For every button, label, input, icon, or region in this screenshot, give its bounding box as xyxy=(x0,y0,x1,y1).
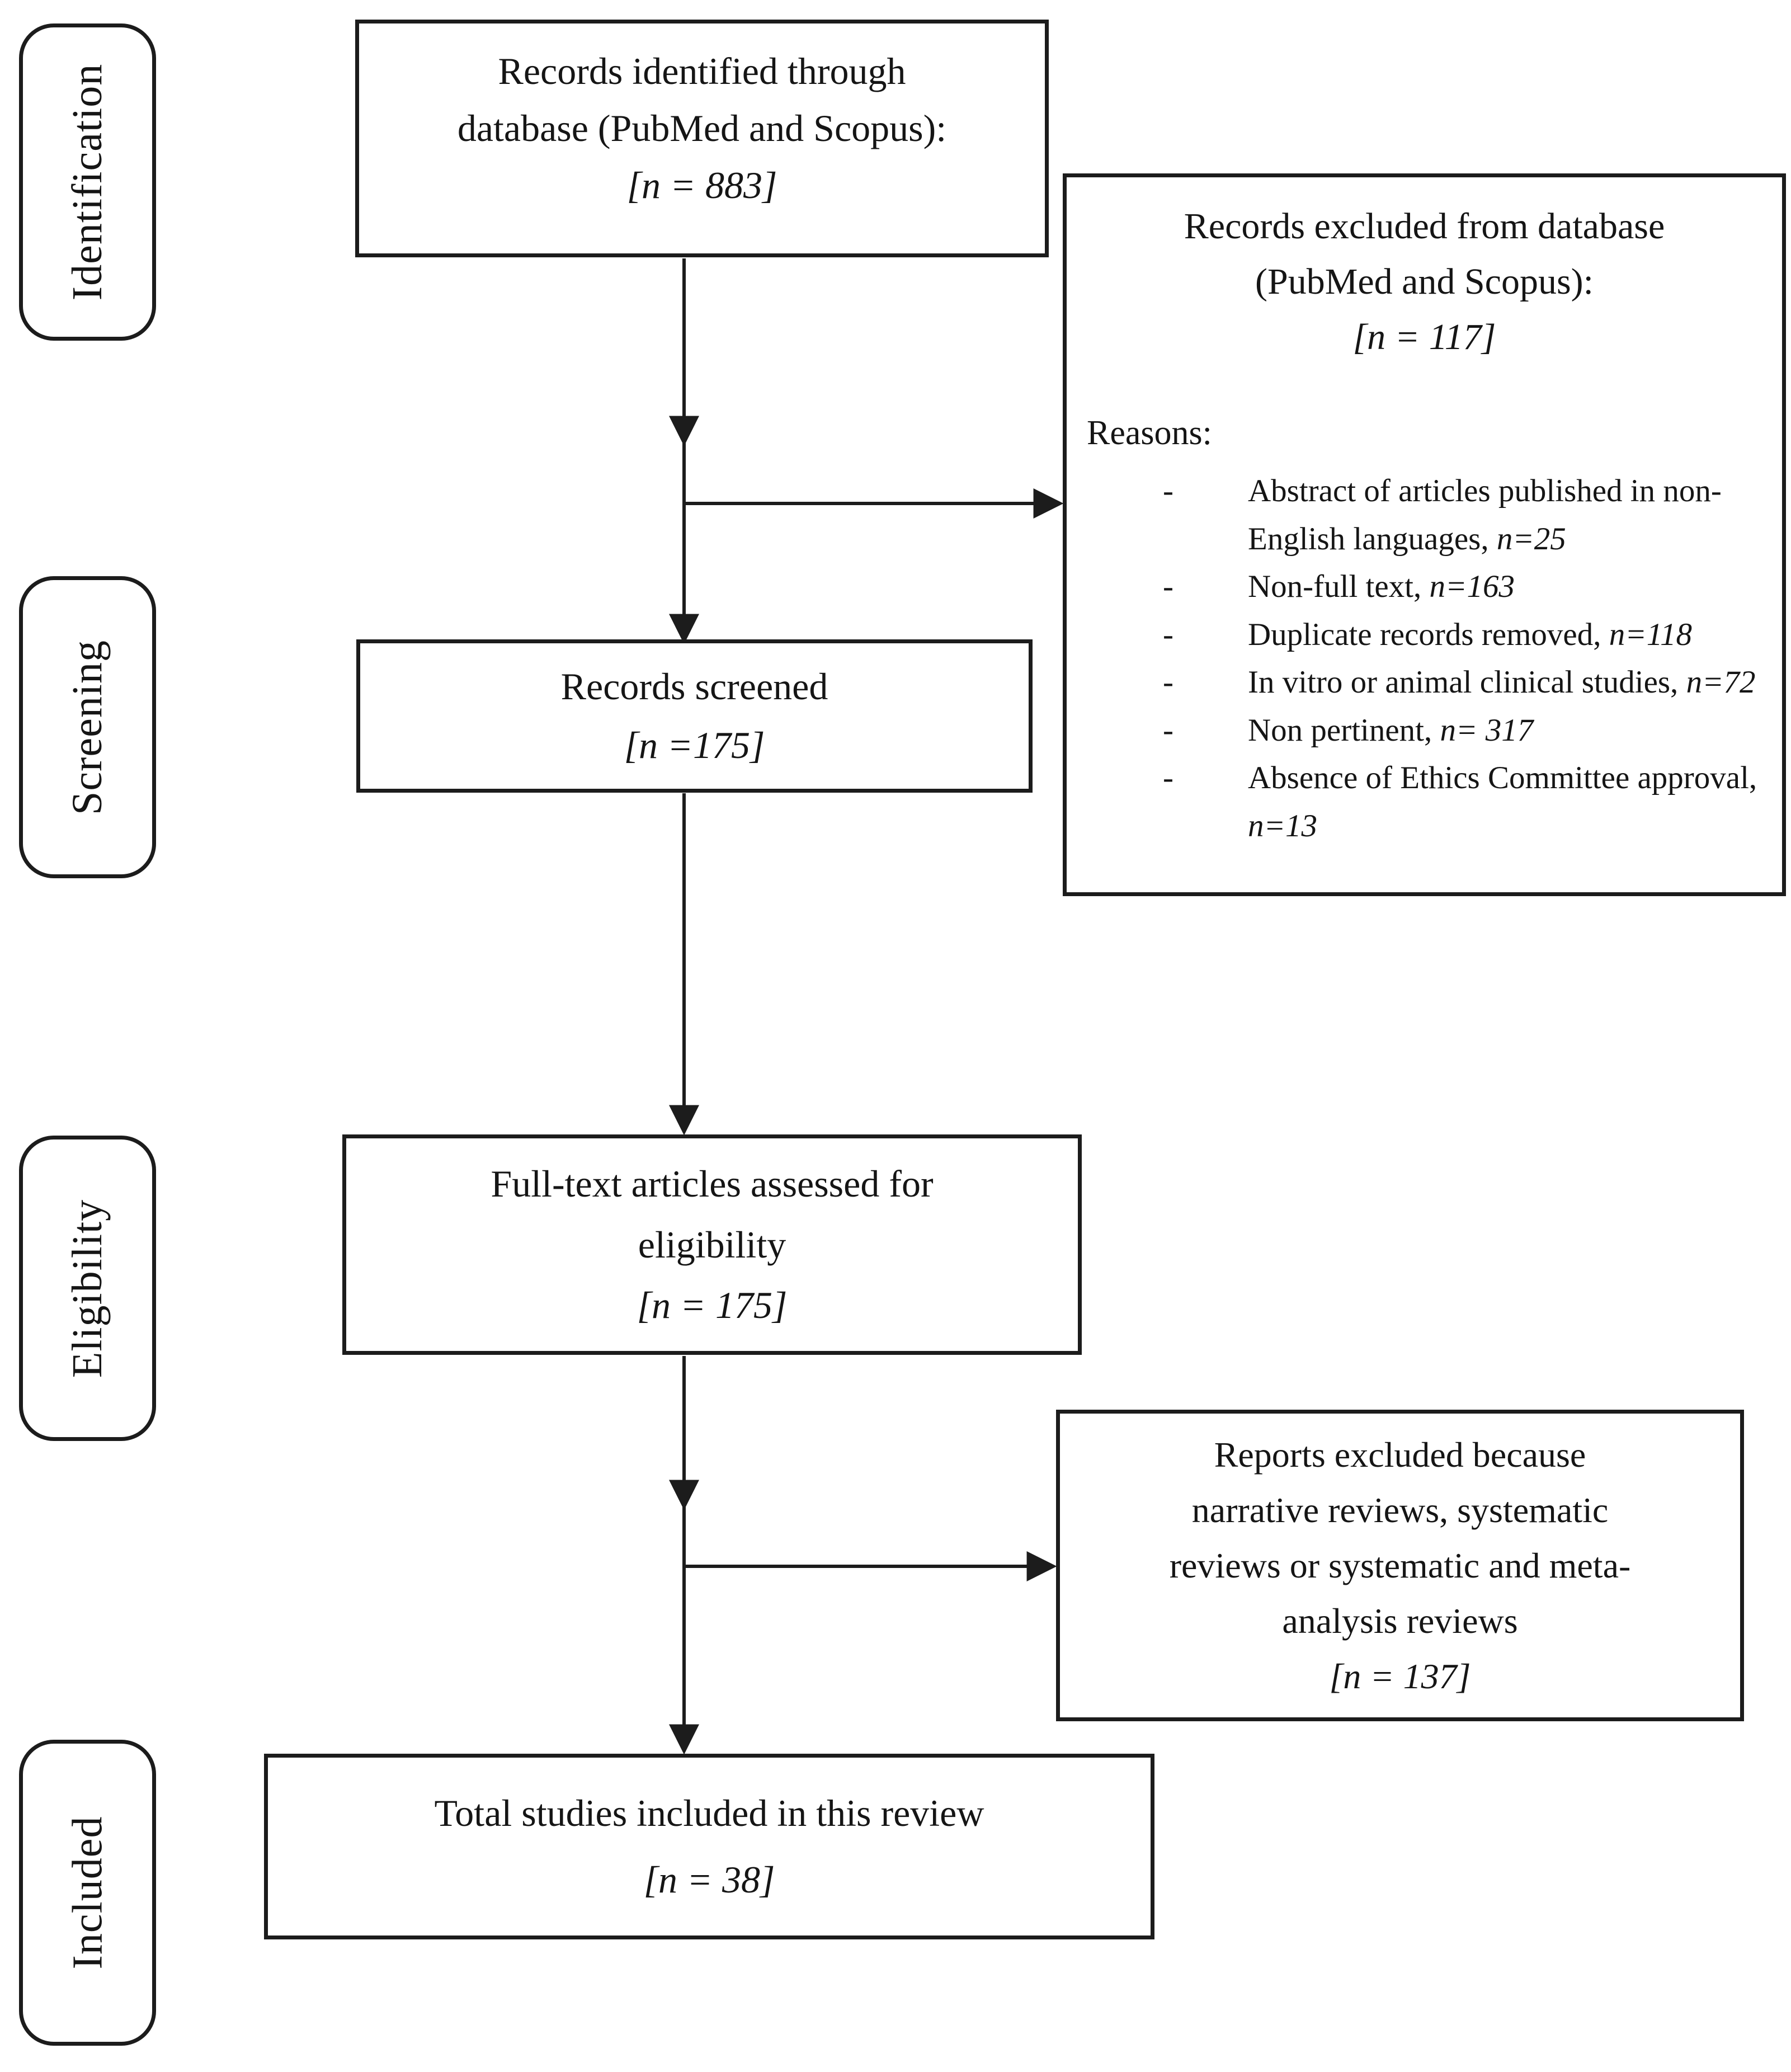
stage-eligibility-label: Eligibility xyxy=(64,1199,111,1378)
records-identified-count: [n = 883] xyxy=(626,164,777,206)
records-excluded-db-count: [n = 117] xyxy=(1352,317,1496,357)
records-excluded-db-line2: (PubMed and Scopus): xyxy=(1255,261,1594,302)
reason-5-n: n=13 xyxy=(1248,808,1317,844)
stage-included: Included xyxy=(19,1740,156,2046)
reason-text: Absence of Ethics Committee approval, n=… xyxy=(1248,754,1760,850)
reason-item: - Absence of Ethics Committee approval, … xyxy=(1163,754,1760,850)
fulltext-assessed-count: [n = 175] xyxy=(637,1284,788,1327)
reports-excluded-box: Reports excluded because narrative revie… xyxy=(1056,1410,1744,1721)
reports-excluded-count: [n = 137] xyxy=(1329,1656,1471,1697)
stage-included-label: Included xyxy=(64,1816,111,1970)
records-excluded-db-box: Records excluded from database (PubMed a… xyxy=(1063,173,1786,896)
reason-3-n: n=72 xyxy=(1686,665,1756,700)
reports-excluded-line2: narrative reviews, systematic xyxy=(1191,1490,1609,1530)
reason-3-text: In vitro or animal clinical studies, xyxy=(1248,665,1679,700)
reason-2-text: Duplicate records removed, xyxy=(1248,616,1601,652)
bullet-dash: - xyxy=(1163,712,1173,748)
reason-item: - Non-full text, n=163 xyxy=(1163,563,1760,611)
bullet-dash: - xyxy=(1163,616,1173,652)
reason-item: - Abstract of articles published in non-… xyxy=(1163,467,1760,563)
reason-item: - Non pertinent, n= 317 xyxy=(1163,707,1760,755)
stage-identification-label: Identification xyxy=(64,63,111,301)
reports-excluded-line1: Reports excluded because xyxy=(1214,1434,1586,1475)
bullet-dash: - xyxy=(1163,569,1173,604)
reason-text: Duplicate records removed, n=118 xyxy=(1248,611,1760,659)
bullet-dash: - xyxy=(1163,760,1173,795)
reason-4-n: n= 317 xyxy=(1440,712,1534,748)
reason-4-text: Non pertinent, xyxy=(1248,712,1432,748)
records-screened-box: Records screened [n =175] xyxy=(356,639,1033,793)
reasons-label: Reasons: xyxy=(1087,414,1212,452)
total-included-box: Total studies included in this review [n… xyxy=(264,1754,1154,1939)
fulltext-assessed-line1: Full-text articles assessed for xyxy=(491,1162,934,1205)
reason-1-text: Non-full text, xyxy=(1248,569,1422,604)
reason-5-text: Absence of Ethics Committee approval, xyxy=(1248,760,1757,795)
reason-text: Non pertinent, n= 317 xyxy=(1248,707,1760,755)
stage-screening: Screening xyxy=(19,576,156,878)
reports-excluded-line3: reviews or systematic and meta- xyxy=(1169,1545,1631,1585)
records-identified-line2: database (PubMed and Scopus): xyxy=(457,107,947,149)
reason-1-n: n=163 xyxy=(1429,569,1515,604)
reason-2-n: n=118 xyxy=(1609,616,1692,652)
reasons-list: - Abstract of articles published in non-… xyxy=(1067,467,1782,850)
reason-item: - In vitro or animal clinical studies, n… xyxy=(1163,658,1760,707)
total-included-count: [n = 38] xyxy=(643,1858,775,1901)
records-excluded-db-line1: Records excluded from database xyxy=(1184,206,1665,247)
reason-text: Abstract of articles published in non-En… xyxy=(1248,467,1760,563)
records-identified-line1: Records identified through xyxy=(498,50,906,92)
reason-0-n: n=25 xyxy=(1496,521,1566,557)
total-included-line1: Total studies included in this review xyxy=(434,1792,984,1834)
stage-eligibility: Eligibility xyxy=(19,1136,156,1441)
fulltext-assessed-line2: eligibility xyxy=(638,1223,786,1266)
reason-text: Non-full text, n=163 xyxy=(1248,563,1760,611)
stage-identification: Identification xyxy=(19,23,156,341)
stage-screening-label: Screening xyxy=(64,639,111,815)
records-screened-line1: Records screened xyxy=(560,665,828,708)
fulltext-assessed-box: Full-text articles assessed for eligibil… xyxy=(342,1134,1082,1355)
reason-text: In vitro or animal clinical studies, n=7… xyxy=(1248,658,1760,707)
reason-item: - Duplicate records removed, n=118 xyxy=(1163,611,1760,659)
records-screened-count: [n =175] xyxy=(624,724,765,766)
reports-excluded-line4: analysis reviews xyxy=(1282,1601,1518,1641)
reason-0-text: Abstract of articles published in non-En… xyxy=(1248,473,1722,557)
bullet-dash: - xyxy=(1163,473,1173,508)
bullet-dash: - xyxy=(1163,665,1173,700)
records-identified-box: Records identified through database (Pub… xyxy=(355,20,1049,257)
records-excluded-db-title: Records excluded from database (PubMed a… xyxy=(1067,199,1782,365)
